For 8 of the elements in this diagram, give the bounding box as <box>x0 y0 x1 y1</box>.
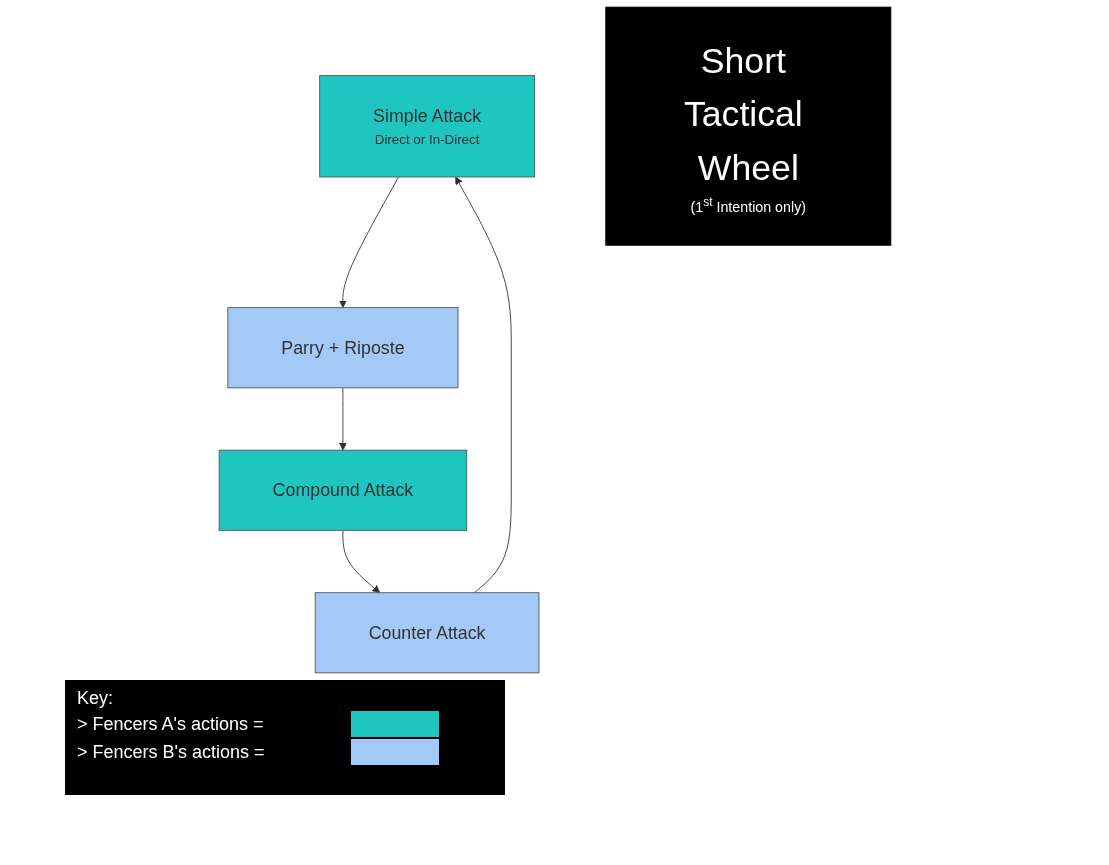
node-box: Short Tactical Wheel (1$^{st}$ Intention only) <box>604 6 891 246</box>
legend-text: > Fencers B's actions = <box>77 741 266 763</box>
node-box: Parry + Riposte <box>226 307 458 389</box>
node-box: Counter Attack <box>314 592 539 674</box>
legend-text: > Fencers A's actions = <box>77 713 265 735</box>
node-box: Compound Attack <box>218 449 467 531</box>
node-box: Simple Attack Direct or In-Direct <box>318 74 535 178</box>
legend-title: Key: <box>77 688 115 709</box>
